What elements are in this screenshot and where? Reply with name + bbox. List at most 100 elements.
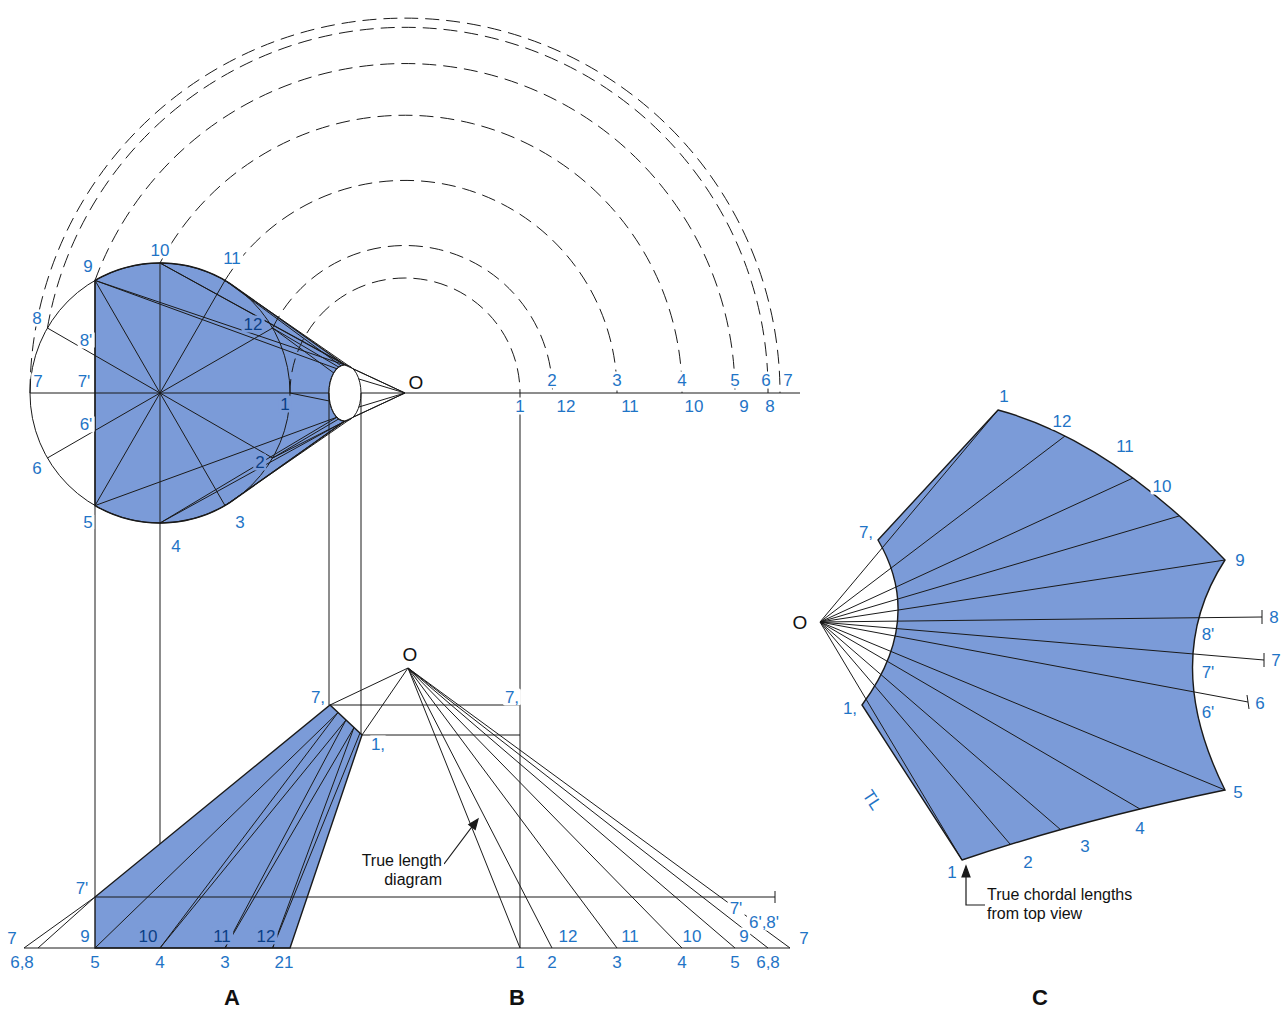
top-view-lines-part	[95, 393, 160, 506]
callout-number: 7	[797, 930, 810, 947]
callout-number: 1,	[841, 700, 859, 717]
callout-number: 1	[513, 954, 526, 971]
callout-number: 2	[1021, 854, 1034, 871]
development-lines	[820, 410, 1264, 860]
callout-number: 8	[763, 398, 776, 415]
callout-number: 12	[255, 928, 278, 945]
callout-number: 6'	[78, 416, 95, 433]
callout-number: 7	[5, 930, 18, 947]
development-lines-part	[820, 622, 1264, 660]
callout-number: 10	[683, 398, 706, 415]
callout-number: 5	[1231, 784, 1244, 801]
callout-number: 7,	[503, 689, 521, 706]
callout-number: 7'	[76, 373, 93, 390]
callout-number: 3	[610, 954, 623, 971]
callout-number: 1	[513, 398, 526, 415]
front-view-lines-part	[273, 728, 354, 949]
note-text: True chordal lengths from top view	[985, 884, 1159, 924]
callout-number: 11	[211, 928, 233, 945]
callout-number: TL	[858, 785, 885, 814]
front-view-lines-part	[160, 713, 338, 949]
callout-number: 11	[221, 250, 243, 267]
callout-number: 10	[149, 242, 172, 259]
development-shading	[862, 410, 1225, 860]
development-lines-part	[820, 478, 1133, 622]
true-length-lines-part	[408, 668, 790, 948]
leader-arrow	[444, 819, 985, 905]
top-view-lines-part	[345, 393, 405, 421]
callout-number: 12	[242, 316, 265, 333]
callout-number: 6	[759, 372, 772, 389]
front-view-lines-part	[160, 720, 346, 948]
callout-number: 21	[273, 954, 296, 971]
callout-number: 5	[88, 954, 101, 971]
callout-number: 7'	[728, 900, 745, 917]
callout-number: 7	[31, 373, 44, 390]
front-view-lines-part	[24, 897, 95, 948]
top-view-lines-part	[329, 365, 361, 421]
front-view-lines-part	[38, 897, 95, 948]
top-view-lines-part	[353, 369, 405, 393]
development-lines-part	[1262, 610, 1263, 624]
callout-number: 12	[555, 398, 578, 415]
callout-number: 1,	[369, 736, 387, 753]
leader-arrow-part	[962, 866, 970, 877]
top-view-lines-part	[160, 328, 273, 393]
note-text: True length diagram	[340, 850, 444, 890]
callout-number: 6	[1253, 695, 1266, 712]
callout-number: 6',8'	[747, 914, 781, 931]
top-view-lines-part	[160, 393, 273, 458]
callout-number: 9	[737, 398, 750, 415]
top-view-lines-part	[361, 393, 405, 394]
development-lines-part	[820, 617, 1262, 622]
development-lines-part	[820, 622, 1061, 830]
leader-arrow-part	[469, 819, 478, 829]
development-lines-part	[820, 622, 962, 860]
callout-number: 12	[557, 928, 580, 945]
callout-number: 10	[137, 928, 160, 945]
development-lines-part	[820, 560, 1225, 622]
top-view-lines-part	[160, 393, 225, 506]
apex-label: O	[791, 613, 810, 632]
apex-label: O	[401, 645, 420, 664]
view-label: C	[1030, 987, 1050, 1009]
callout-number: 8'	[1200, 626, 1217, 643]
front-view-lines-part	[95, 713, 338, 949]
callout-number: 8'	[78, 332, 95, 349]
leader-arrow-part	[444, 824, 474, 864]
true-length-lines-part	[408, 668, 768, 948]
callout-number: 10	[1151, 478, 1174, 495]
true-length-lines-part	[408, 668, 552, 948]
revolution-arcs-part	[273, 246, 553, 393]
top-view-lines	[30, 263, 800, 948]
callout-number: 6'	[1200, 704, 1217, 721]
callout-number: 7,	[309, 689, 327, 706]
true-length-lines-part	[408, 668, 735, 948]
callout-number: 4	[675, 954, 688, 971]
development-lines-part	[820, 436, 1065, 622]
callout-number: 4	[169, 538, 182, 555]
front-view-lines-part	[273, 733, 360, 948]
top-view-lines-part	[95, 280, 345, 365]
callout-number: 6,8	[754, 954, 782, 971]
top-view-lines-part	[520, 393, 521, 948]
revolution-arcs-part	[160, 115, 682, 393]
development-lines-part	[1247, 695, 1249, 709]
top-view-lines-part	[359, 379, 405, 393]
callout-number: 1	[278, 396, 291, 413]
view-label: B	[507, 987, 527, 1009]
view-label: A	[222, 987, 242, 1009]
callout-number: 6	[30, 460, 43, 477]
front-view-lines-part	[225, 728, 354, 949]
development-lines-part	[1264, 653, 1265, 667]
top-view-lines-part	[225, 417, 353, 505]
front-view-shading	[95, 705, 362, 948]
true-length-lines-part	[408, 668, 682, 948]
callout-number: 4	[675, 372, 688, 389]
callout-number: 5	[81, 514, 94, 531]
callout-number: 8	[1267, 609, 1280, 626]
callout-number: 6,8	[8, 954, 36, 971]
callout-number: 11	[1114, 438, 1136, 455]
callout-number: 5	[728, 372, 741, 389]
